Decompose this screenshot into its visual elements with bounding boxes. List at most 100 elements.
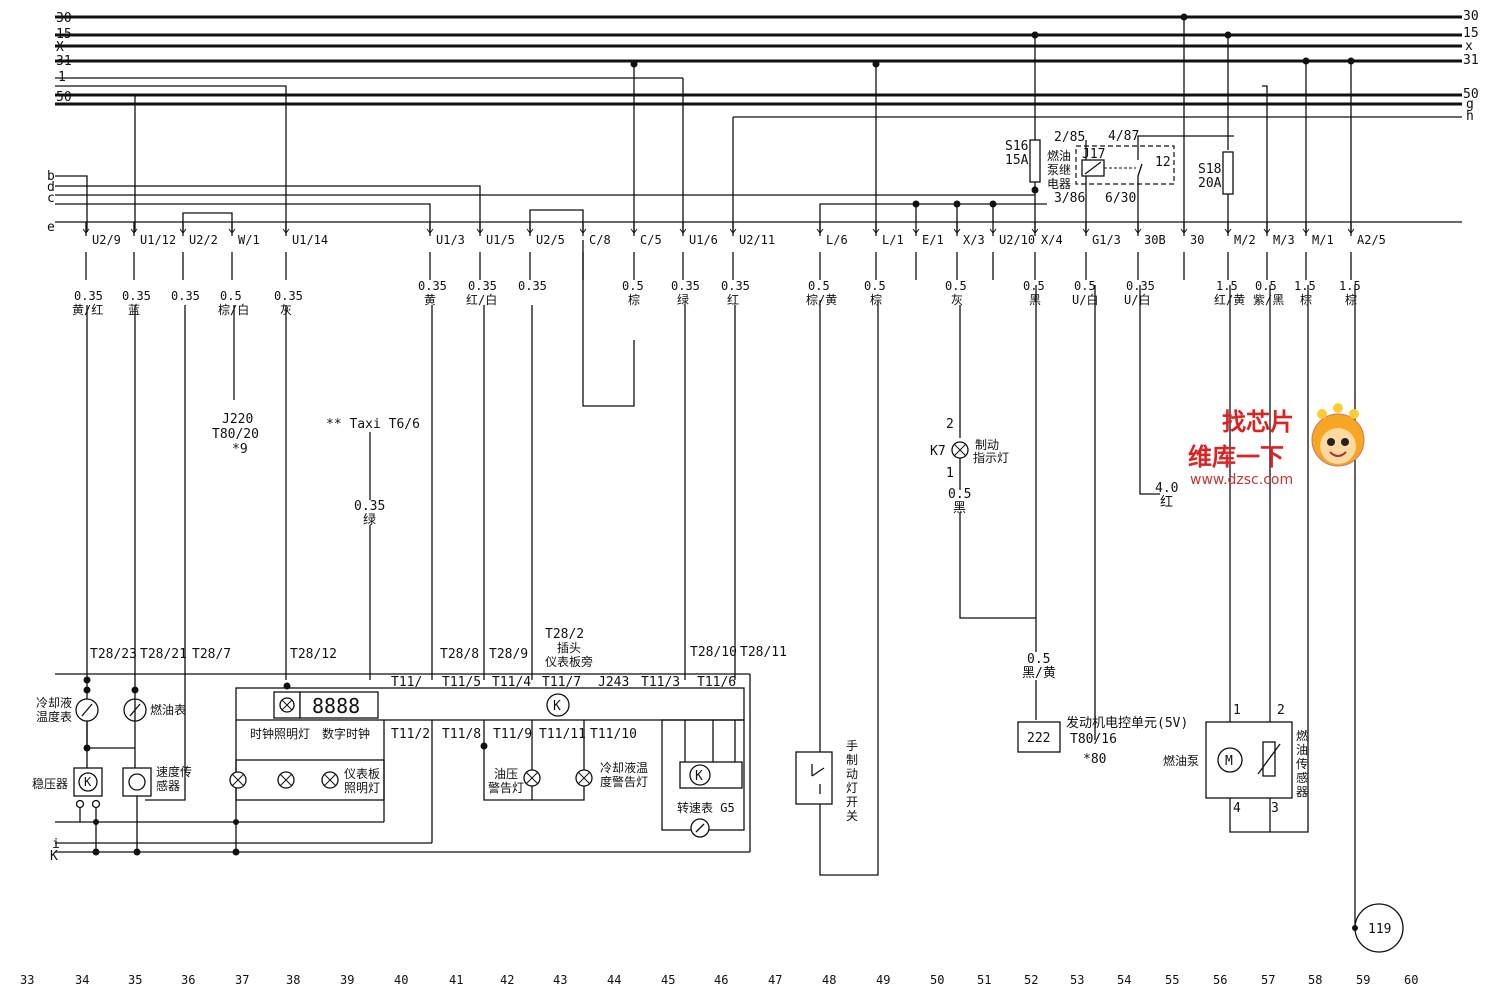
wire-color: 黑/黄 [1022,666,1056,681]
wire-color: U/白 [1124,292,1150,307]
watermark-url: www.dzsc.com [1190,472,1293,488]
bus-label: 31 [56,54,72,69]
lamp-id: K7 [930,444,946,459]
column-number: 42 [500,973,514,987]
connector-20: 30 [1180,222,1204,280]
line-b [55,175,88,232]
connector-22: M/3 0.5紫/黑 [1253,222,1295,307]
connector-6: U1/50.35红/白 [466,222,515,307]
fuse-rating: 15A [1005,153,1029,168]
wire-size: 0.5 [1027,652,1050,667]
wire-color: 红 [1160,494,1173,510]
gauge-label: 温度表 [36,709,72,724]
wire-size: 0.35 [122,289,151,303]
connector-id: M/2 [1234,233,1256,247]
ground-red-wire: 4.0 红 [1155,481,1178,510]
note: *9 [232,442,248,457]
connector-id: U2/2 [189,233,218,247]
wire-size: 0.5 [1074,279,1096,293]
wire-color: 灰 [951,293,963,307]
pin: 1 [1233,703,1241,718]
connector-id: U1/12 [140,233,176,247]
wire-color: 绿 [677,292,689,307]
fuse-label: S16 [1005,139,1028,154]
wire-size: 0.5 [808,279,830,293]
relay-pin: 12 [1155,155,1171,170]
connector-id: X/3 [963,233,985,247]
clock-digits: 8888 [312,694,360,718]
connector-id: L/6 [826,233,848,247]
hb-text-char: 手 [846,739,858,753]
connector-0: U2/90.35黄/红 [72,222,121,317]
harness-wires [86,240,1356,928]
pin: 2 [946,417,954,432]
column-number: 54 [1117,973,1131,987]
ref-number: 119 [1368,922,1391,937]
connector-11: U2/110.35红 [721,222,775,307]
pin: 3 [1271,801,1279,816]
aux-label: e [47,220,55,235]
column-number: 56 [1213,973,1227,987]
wire-size: 4.0 [1155,481,1178,496]
fs-text-char: 油 [1296,743,1308,757]
wire-size: 1.5 [1339,279,1361,293]
relay-name: 燃油 [1047,148,1071,163]
connector-8: C/8 [579,222,611,280]
connector-id: C/5 [640,233,662,247]
k-symbol: K [84,775,92,789]
wire-size: 0.35 [274,289,303,303]
hb-text-char: 灯 [846,781,858,795]
pin: T11/5 [442,675,481,690]
warn-label: 油压 [494,767,518,781]
connector-id: U1/5 [486,233,515,247]
bus-labels-left: 30 15 X 31 1 50 [56,11,72,105]
column-number: 55 [1165,973,1179,987]
connector-id: U2/11 [739,233,775,247]
wire-size: 0.35 [171,289,200,303]
ref-j220: J220 [222,412,253,427]
wire-size: 0.5 [1255,279,1277,293]
sensor-label: 感器 [156,778,180,793]
column-number: 33 [20,973,34,987]
wire-size: 0.35 [518,279,547,293]
wire-color: 红/白 [466,292,497,307]
pin: T11/8 [442,727,481,742]
mascot-icon [1311,403,1365,467]
column-number: 35 [128,973,142,987]
clock-light-label: 时钟照明灯 [250,726,310,741]
connector-18: G1/30.5U/白 [1072,222,1121,307]
column-number: 39 [340,973,354,987]
fuel-pump-relay: J17 2/85 4/87 12 3/86 6/30 燃油 泵继 电器 [1047,129,1234,232]
bus-label: h [1466,109,1474,124]
instrument-cluster: i K T28/23 T28/21 T28/7 T28/12 T28/8 T28… [32,627,787,864]
column-number: 44 [607,973,621,987]
connector-15: X/30.5灰 [945,222,985,307]
connector-9: C/50.5棕 [622,222,662,307]
ref-119: 119 [1352,903,1404,953]
wire-color: 棕/黄 [806,292,837,307]
pin: T28/11 [740,645,787,660]
connector-id: M/3 [1273,233,1295,247]
warn-label: 警告灯 [488,780,524,795]
connector-id: U2/5 [536,233,565,247]
pin: T11/11 [539,727,586,742]
wire-color: 蓝 [128,303,140,317]
connector-id: U2/10 [999,233,1035,247]
connector-21: M/21.5红/黄 [1214,222,1256,307]
connector-10: U1/60.35绿 [671,222,718,307]
connector-id: 30 [1190,233,1204,247]
connector-16: U2/10 [989,222,1035,280]
tacho-label: 转速表 G5 [677,800,735,815]
column-number: 38 [286,973,300,987]
column-number: 47 [768,973,782,987]
connector-23: M/11.5棕 [1294,222,1334,307]
wire-color: 紫/黑 [1253,293,1284,307]
bus-label: x [1465,39,1473,54]
ecu-section: 0.5 黑/黄 222 发动机电控单元(5V) T80/16 *80 [1017,652,1188,767]
fs-text-char: 传 [1296,756,1308,771]
pin: 4 [1233,801,1241,816]
line-d [55,185,481,232]
relay-id: J17 [1082,147,1105,162]
wire-size: 0.35 [671,279,700,293]
